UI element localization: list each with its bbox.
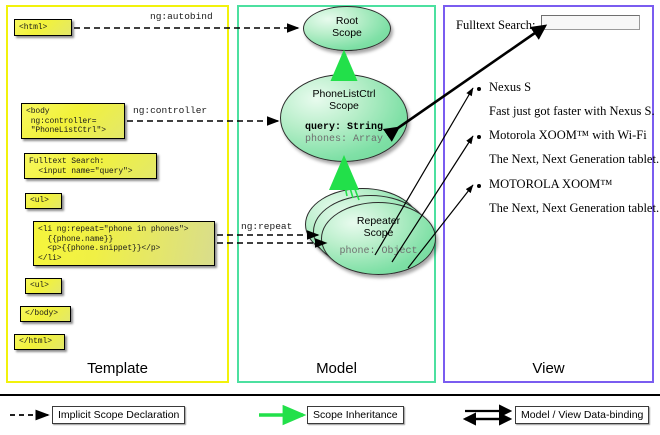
scope-phonelistctrl: PhoneListCtrl Scope query: String phones… [280,74,408,162]
scope-root: Root Scope [303,6,391,51]
legend-item-scope-inheritance: Scope Inheritance [307,406,404,424]
view-search-label: Fulltext Search: [456,18,536,32]
code-box-fulltext-search: Fulltext Search: <input name="query"> [24,153,157,179]
scope-repeater-title-1: Repeater [356,215,401,227]
scope-repeater-title-2: Scope [363,227,394,239]
view-bullet-2 [477,184,481,188]
view-item-snippet-1: The Next, Next Generation tablet. [489,152,660,166]
legend-divider [0,394,660,396]
view-item-name-0: Nexus S [489,80,532,94]
view-item-snippet-2: The Next, Next Generation tablet. [489,201,660,215]
view-bullet-0 [477,87,481,91]
connector-label-controller: ng:controller [133,105,208,116]
view-item-name-2: MOTOROLA XOOM™ [489,177,613,191]
view-search-input[interactable] [541,15,640,30]
column-label-template: Template [87,360,148,377]
column-label-model: Model [316,360,357,377]
scope-phonelistctrl-prop-query: query: String [304,122,383,133]
view-item-name-1: Motorola XOOM™ with Wi-Fi [489,128,647,142]
code-box-body-open: <body ng:controller= "PhoneListCtrl"> [21,103,125,139]
view-item-snippet-0: Fast just got faster with Nexus S. [489,104,655,118]
scope-phonelistctrl-title-1: PhoneListCtrl [312,88,376,100]
column-view: View [443,5,654,383]
code-box-html-open: <html> [14,19,72,36]
column-label-view: View [532,360,565,377]
legend-arrow-model-view-data-binding [462,404,513,426]
code-box-html-close: </html> [14,334,65,350]
scope-phonelistctrl-prop-phones: phones: Array [304,134,383,145]
code-box-ul-open: <ul> [25,193,62,209]
scope-phonelistctrl-title-2: Scope [329,100,359,112]
scope-repeater: Repeater Scope phone: Object [321,202,436,275]
scope-repeater-prop-phone: phone: Object [339,246,418,257]
legend-item-model-view-data-binding: Model / View Data-binding [515,406,650,424]
scope-root-title-2: Scope [332,27,362,39]
legend-item-implicit-scope-declaration: Implicit Scope Declaration [52,406,186,424]
code-box-body-close: </body> [20,306,71,322]
scope-root-title-1: Root [335,15,359,27]
connector-label-repeat: ng:repeat [241,221,293,232]
connector-label-autobind: ng:autobind [150,11,213,22]
code-box-ul-close: <ul> [25,278,62,294]
view-bullet-1 [477,135,481,139]
code-box-li-repeat: <li ng:repeat="phone in phones"> {{phone… [33,221,215,266]
